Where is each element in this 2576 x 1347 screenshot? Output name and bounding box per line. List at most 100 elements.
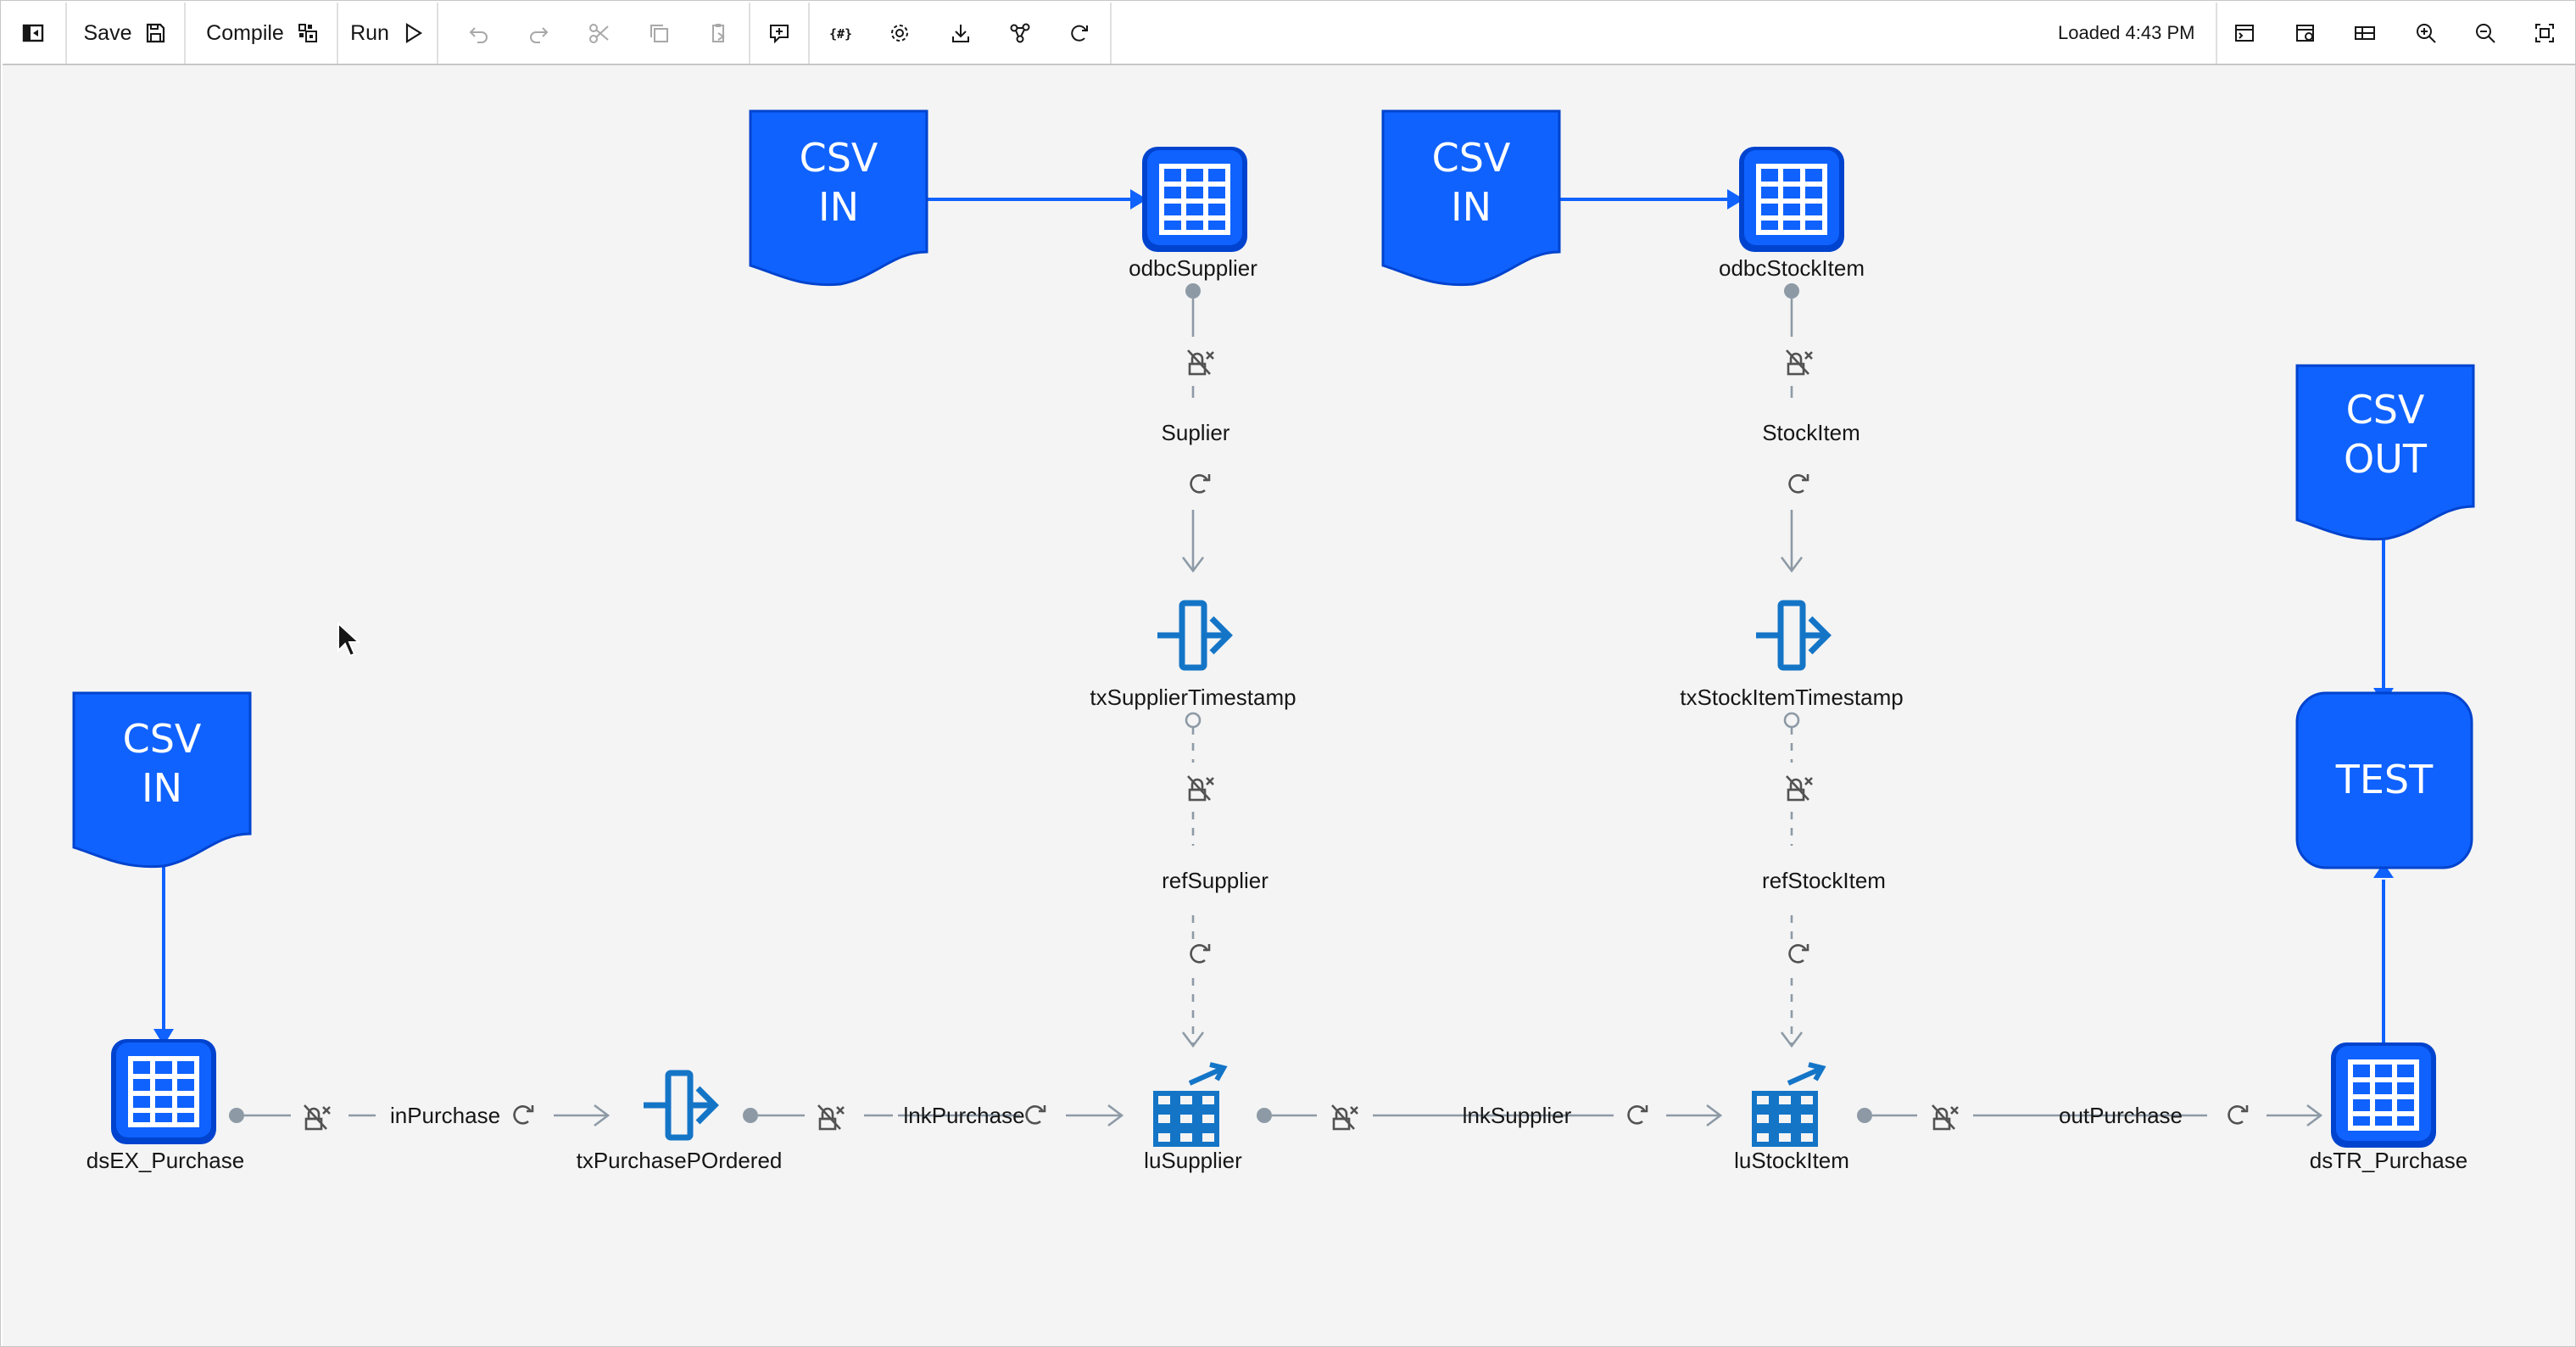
- toolbar: Save Compile Run: [3, 3, 2575, 65]
- paste-button[interactable]: [700, 3, 737, 64]
- link-label-ref-supplier: refSupplier: [1162, 868, 1268, 893]
- compile-label: Compile: [206, 20, 284, 45]
- toolbar-divider: [749, 3, 750, 64]
- link-label-out-purchase: outPurchase: [2059, 1103, 2183, 1128]
- link-label-suplier: Suplier: [1162, 420, 1230, 445]
- link-lnk-purchase[interactable]: lnkPurchase: [743, 1103, 1124, 1131]
- stage-label: txSupplierTimestamp: [1090, 685, 1296, 710]
- calendar-settings-icon: [2296, 25, 2314, 42]
- link-ref-supplier[interactable]: refSupplier: [1162, 712, 1268, 1048]
- minimap-button[interactable]: [2346, 3, 2384, 64]
- undo-icon: [469, 27, 488, 43]
- link-suplier[interactable]: Suplier: [1162, 283, 1230, 573]
- undo-button[interactable]: [460, 3, 498, 64]
- stage-lu-stockitem[interactable]: luStockItem: [1734, 1065, 1849, 1173]
- link-label-ref-stockitem: refStockItem: [1762, 868, 1886, 893]
- toolbar-divider: [437, 3, 438, 64]
- stage-label: txPurchasePOrdered: [577, 1148, 783, 1173]
- download-icon: [952, 25, 969, 42]
- link-in-purchase[interactable]: inPurchase: [229, 1103, 611, 1131]
- save-button[interactable]: Save: [70, 3, 181, 64]
- parameters-button[interactable]: {#}: [822, 3, 859, 64]
- toolbar-divider: [1110, 3, 1112, 64]
- stage-label: luSupplier: [1144, 1148, 1242, 1173]
- gear-icon: [891, 25, 908, 42]
- toolbar-divider: [184, 3, 186, 64]
- run-label: Run: [350, 20, 389, 45]
- toolbar-divider: [65, 3, 67, 64]
- link-out-purchase[interactable]: outPurchase: [1857, 1103, 2323, 1131]
- redo-icon: [530, 27, 549, 43]
- link-label-lnk-supplier: lnkSupplier: [1463, 1103, 1572, 1128]
- compile-icon: [298, 24, 317, 42]
- csv-in-text-line2: IN: [818, 184, 859, 230]
- stage-tx-stockitem-timestamp[interactable]: txStockItemTimestamp: [1680, 603, 1904, 710]
- cut-icon: [589, 24, 609, 43]
- copy-icon: [650, 25, 668, 42]
- stage-label: dsEX_Purchase: [86, 1148, 244, 1173]
- toggle-palette-icon: [22, 24, 44, 42]
- save-label: Save: [83, 20, 132, 45]
- toggle-palette-button[interactable]: [3, 3, 64, 64]
- copy-button[interactable]: [640, 3, 677, 64]
- fit-view-button[interactable]: [2526, 3, 2563, 64]
- schedule-button[interactable]: [1001, 3, 1039, 64]
- settings-button[interactable]: [881, 3, 918, 64]
- csv-out-file[interactable]: CSV OUT: [2295, 364, 2475, 541]
- stage-odbc-stockitem[interactable]: odbcStockItem: [1719, 147, 1865, 281]
- zoom-out-button[interactable]: [2467, 3, 2504, 64]
- stage-label: odbcSupplier: [1129, 255, 1257, 281]
- fit-to-screen-icon: [2535, 24, 2554, 42]
- csv-in-file-supplier[interactable]: CSV IN: [749, 109, 928, 287]
- run-button[interactable]: Run: [342, 3, 433, 64]
- schedule-icon: [1010, 23, 1030, 43]
- add-comment-button[interactable]: [761, 3, 798, 64]
- refresh-button[interactable]: [1061, 3, 1098, 64]
- zoom-in-button[interactable]: [2407, 3, 2445, 64]
- stage-dsex-purchase[interactable]: dsEX_Purchase: [86, 1039, 244, 1173]
- stage-dstr-purchase[interactable]: dsTR_Purchase: [2310, 1042, 2467, 1173]
- zoom-in-icon: [2417, 24, 2436, 43]
- log-button[interactable]: [2226, 3, 2263, 64]
- save-icon: [147, 23, 165, 43]
- csv-in-file-stockitem[interactable]: CSV IN: [1381, 109, 1561, 287]
- svg-text:{#}: {#}: [829, 26, 852, 42]
- stage-odbc-supplier[interactable]: odbcSupplier: [1129, 147, 1257, 281]
- load-status: Loaded 4:43 PM: [2058, 22, 2195, 43]
- stage-label: odbcStockItem: [1719, 255, 1865, 281]
- link-label-stockitem: StockItem: [1762, 420, 1860, 445]
- test-node-text: TEST: [2335, 757, 2434, 802]
- link-label-in-purchase: inPurchase: [390, 1103, 500, 1128]
- csv-in-file-purchase[interactable]: CSV IN: [72, 691, 252, 869]
- toolbar-divider: [337, 3, 338, 64]
- download-button[interactable]: [942, 3, 979, 64]
- link-ref-stockitem[interactable]: refStockItem: [1762, 712, 1886, 1048]
- stage-tx-supplier-timestamp[interactable]: txSupplierTimestamp: [1090, 603, 1296, 710]
- csv-in-text-line2: IN: [1451, 184, 1492, 230]
- stage-tx-purchase-pordered[interactable]: txPurchasePOrdered: [577, 1073, 783, 1173]
- file-connectors: [153, 189, 2394, 1046]
- toolbar-divider: [808, 3, 810, 64]
- link-lnk-supplier[interactable]: lnkSupplier: [1257, 1103, 1723, 1131]
- parameters-icon: {#}: [829, 26, 852, 42]
- csv-out-text-line2: OUT: [2344, 436, 2428, 482]
- redo-button[interactable]: [520, 3, 557, 64]
- stage-label: dsTR_Purchase: [2310, 1148, 2467, 1173]
- stage-lu-supplier[interactable]: luSupplier: [1144, 1065, 1242, 1173]
- compile-button[interactable]: Compile: [191, 3, 335, 64]
- test-node[interactable]: TEST: [2295, 691, 2473, 869]
- link-label-lnk-purchase: lnkPurchase: [903, 1103, 1024, 1128]
- toolbar-divider: [2216, 3, 2217, 64]
- mouse-cursor-icon: [337, 621, 361, 657]
- flow-diagram: Suplier refSupplier: [72, 109, 2475, 1173]
- cut-button[interactable]: [581, 3, 618, 64]
- properties-button[interactable]: [2287, 3, 2324, 64]
- csv-in-text-line1: CSV: [123, 716, 202, 762]
- paste-icon: [712, 24, 725, 42]
- run-icon: [405, 23, 423, 43]
- flow-canvas[interactable]: Suplier refSupplier: [3, 65, 2575, 1346]
- csv-in-text-line1: CSV: [800, 135, 878, 181]
- stage-label: txStockItemTimestamp: [1680, 685, 1903, 710]
- link-stockitem[interactable]: StockItem: [1762, 283, 1860, 573]
